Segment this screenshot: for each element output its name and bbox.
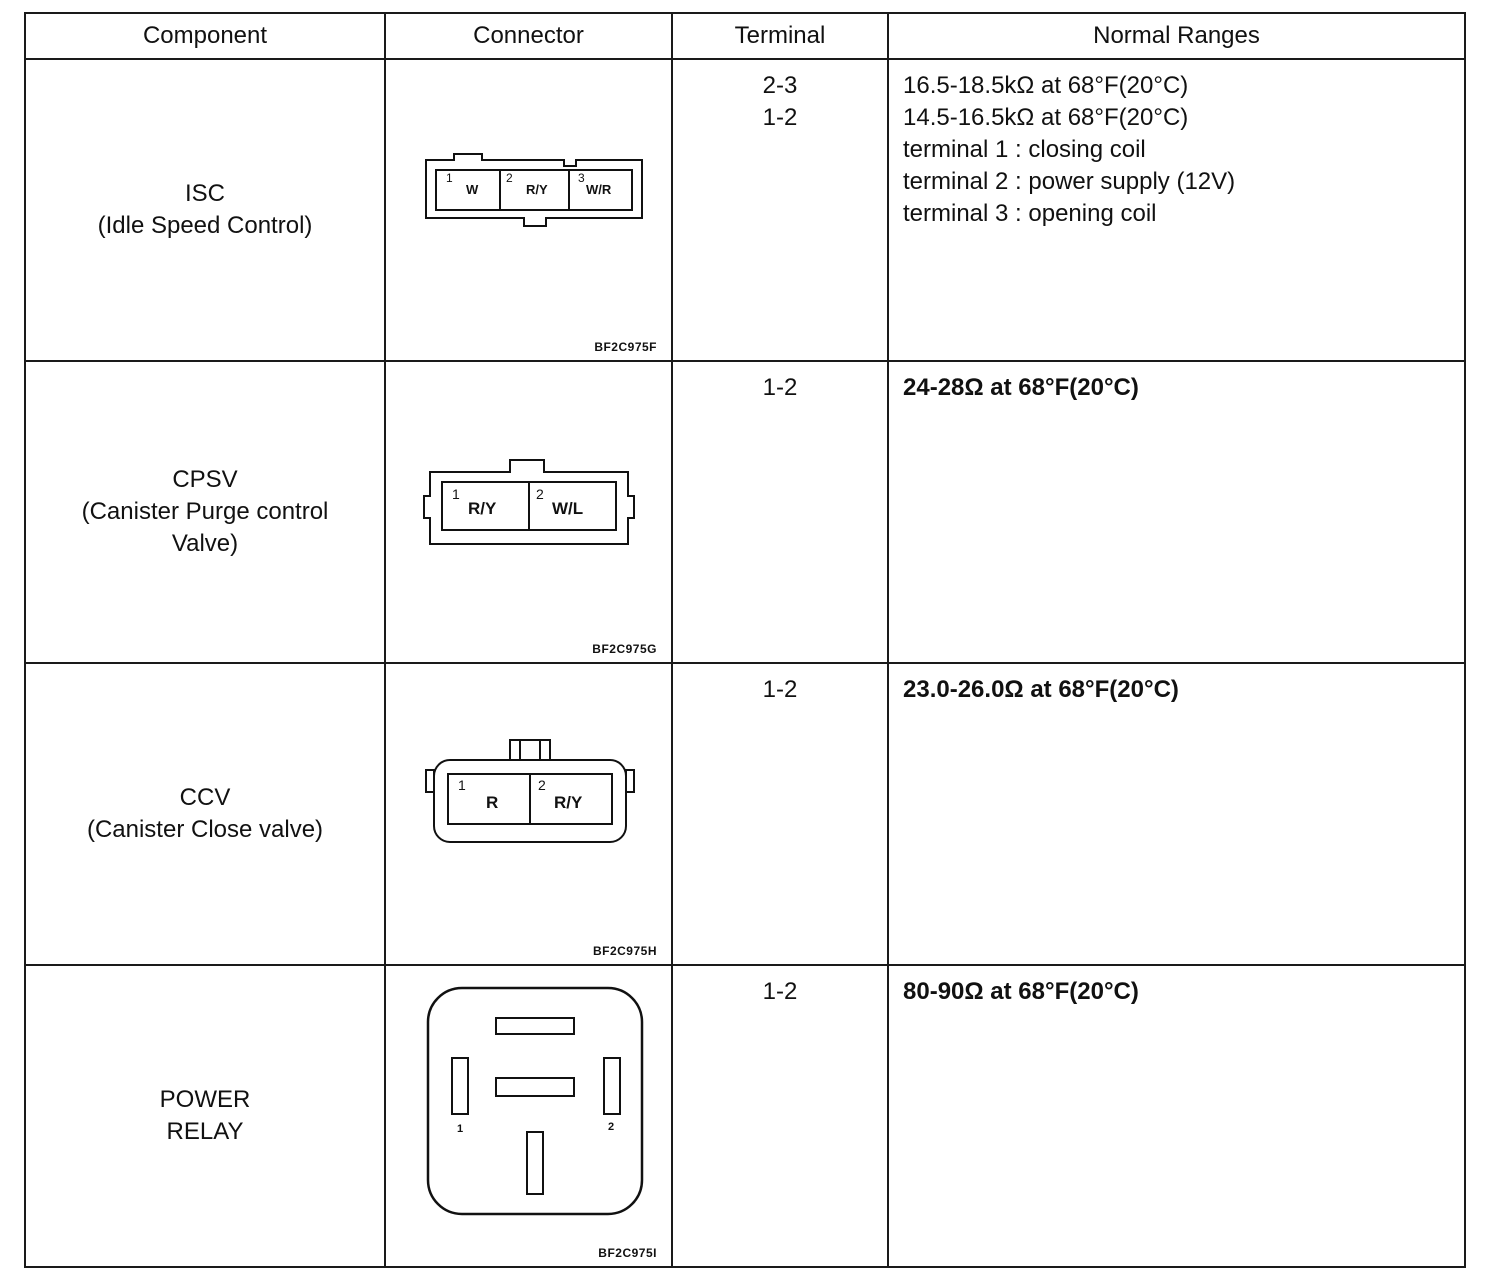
terminal-pair: 2-3 xyxy=(762,72,798,99)
pin-number: 1 xyxy=(458,777,466,793)
wire-color-label: R/Y xyxy=(526,182,548,197)
normal-ranges-cell: 23.0-26.0Ω at 68°F(20°C) xyxy=(887,662,1466,966)
range-value: 14.5-16.5kΩ at 68°F(20°C) xyxy=(903,104,1189,131)
component-name: CCV xyxy=(179,784,231,811)
table-row-ccv: CCV (Canister Close valve) 1 R 2 R/Y xyxy=(24,662,1466,966)
terminal-note: terminal 2 : power supply (12V) xyxy=(903,168,1236,195)
pin-number: 3 xyxy=(578,171,585,185)
terminal-cell: 1-2 xyxy=(671,964,889,1268)
component-description: (Canister Close valve) xyxy=(86,816,324,843)
header-row: Component Connector Terminal Normal Rang… xyxy=(24,12,1466,60)
component-cell: ISC (Idle Speed Control) xyxy=(24,58,386,362)
connector-cell: 1 W 2 R/Y 3 W/R BF2C975F xyxy=(384,58,673,362)
figure-code: BF2C975G xyxy=(592,642,657,656)
range-value: 24-28Ω at 68°F(20°C) xyxy=(903,374,1139,401)
header-connector: Connector xyxy=(384,12,673,60)
wire-color-label: R xyxy=(486,793,498,812)
figure-code: BF2C975F xyxy=(594,340,657,354)
component-name: CPSV xyxy=(172,466,238,493)
terminal-pair: 1-2 xyxy=(762,104,798,131)
power-relay-connector-diagram: 1 2 xyxy=(426,986,644,1216)
header-normal-ranges: Normal Ranges xyxy=(887,12,1466,60)
terminal-note: terminal 1 : closing coil xyxy=(903,136,1146,163)
pin-number: 2 xyxy=(608,1121,614,1133)
connector-cell: 1 R 2 R/Y BF2C975H xyxy=(384,662,673,966)
terminal-cell: 2-3 1-2 xyxy=(671,58,889,362)
range-value: 23.0-26.0Ω at 68°F(20°C) xyxy=(903,676,1179,703)
range-value: 16.5-18.5kΩ at 68°F(20°C) xyxy=(903,72,1189,99)
figure-code: BF2C975I xyxy=(598,1246,657,1260)
component-name: POWER xyxy=(159,1086,251,1113)
component-cell: POWER RELAY xyxy=(24,964,386,1268)
terminal-pair: 1-2 xyxy=(762,374,798,401)
component-spec-table: Component Connector Terminal Normal Rang… xyxy=(24,12,1466,1268)
terminal-pair: 1-2 xyxy=(762,676,798,703)
pin-number: 2 xyxy=(538,777,546,793)
pin-number: 1 xyxy=(446,171,453,185)
normal-ranges-cell: 24-28Ω at 68°F(20°C) xyxy=(887,360,1466,664)
component-description: (Canister Purge control xyxy=(81,498,329,525)
wire-color-label: W/R xyxy=(586,182,612,197)
component-name: RELAY xyxy=(166,1118,244,1145)
component-name: ISC xyxy=(184,180,225,207)
wire-color-label: R/Y xyxy=(554,793,583,812)
ccv-connector-diagram: 1 R 2 R/Y xyxy=(425,739,635,843)
terminal-cell: 1-2 xyxy=(671,662,889,966)
pin-number: 2 xyxy=(536,486,544,502)
pin-number: 2 xyxy=(506,171,513,185)
component-cell: CPSV (Canister Purge control Valve) xyxy=(24,360,386,664)
normal-ranges-cell: 16.5-18.5kΩ at 68°F(20°C) 14.5-16.5kΩ at… xyxy=(887,58,1466,362)
header-terminal: Terminal xyxy=(671,12,889,60)
pin-number: 1 xyxy=(452,486,460,502)
isc-connector-diagram: 1 W 2 R/Y 3 W/R xyxy=(425,153,643,227)
component-description: (Idle Speed Control) xyxy=(97,212,313,239)
cpsv-connector-diagram: 1 R/Y 2 W/L xyxy=(423,459,635,545)
figure-code: BF2C975H xyxy=(592,944,657,958)
normal-ranges-cell: 80-90Ω at 68°F(20°C) xyxy=(887,964,1466,1268)
component-cell: CCV (Canister Close valve) xyxy=(24,662,386,966)
connector-cell: 1 R/Y 2 W/L BF2C975G xyxy=(384,360,673,664)
connector-cell: 1 2 BF2C975I xyxy=(384,964,673,1268)
terminal-cell: 1-2 xyxy=(671,360,889,664)
terminal-pair: 1-2 xyxy=(762,978,798,1005)
terminal-note: terminal 3 : opening coil xyxy=(903,200,1157,227)
table-row-cpsv: CPSV (Canister Purge control Valve) 1 R/… xyxy=(24,360,1466,664)
wire-color-label: R/Y xyxy=(468,499,497,518)
pin-number: 1 xyxy=(457,1123,463,1135)
wire-color-label: W xyxy=(466,182,479,197)
header-component: Component xyxy=(24,12,386,60)
component-description: Valve) xyxy=(171,530,239,557)
range-value: 80-90Ω at 68°F(20°C) xyxy=(903,978,1139,1005)
table-row-power-relay: POWER RELAY 1 2 BF2C975I 1-2 xyxy=(24,964,1466,1268)
wire-color-label: W/L xyxy=(552,499,583,518)
table-row-isc: ISC (Idle Speed Control) 1 W 2 R/Y 3 W/R… xyxy=(24,58,1466,362)
